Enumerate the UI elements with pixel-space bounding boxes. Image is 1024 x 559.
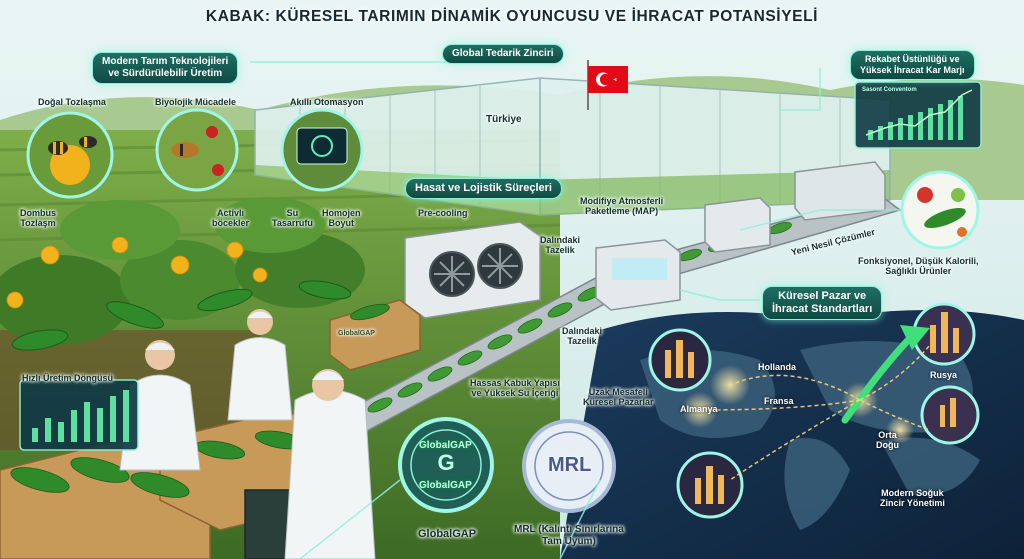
section-global-market: Küresel Pazar ve İhracat Standartları [762,286,883,321]
label-germany: Almanya [680,404,718,414]
label-middle-east: Orta Doğu [876,430,899,451]
ladybug-icon [206,126,224,176]
chart-caption: Sasont Conventom [862,87,917,93]
section-modern-tech: Modern Tarım Teknolojileri ve Sürdürüleb… [92,52,239,84]
precooling-unit [404,221,541,319]
trade-routes [699,344,931,481]
label-water-saving: Su Tasarrufu [272,208,313,229]
label-natural-pollination: Doğal Tozlaşma [38,97,106,107]
globe-arrow-icon [841,325,930,424]
map-packaging-machine [595,239,681,311]
globalgap-caption: GlobalGAP [418,528,477,540]
automation-inset [280,108,364,192]
export-margin-chart [854,81,982,149]
label-homogeneous: Homojen Boyut [322,208,361,229]
vegetables-inset [900,170,980,250]
label-active-insects: Activlı böcekler [212,208,250,229]
globalgap-badge-top: GlobalGAP [419,440,472,451]
label-branch-fresh-2: Dalındaki Tazelik [562,326,603,347]
tablet-icon [296,127,348,165]
workers [119,309,376,559]
label-holland: Hollanda [758,362,797,372]
label-map: Modifiye Atmosferli Paketleme (MAP) [580,196,664,217]
sorting-machine [704,161,886,253]
globalgap-badge-bottom: GlobalGAP [419,480,472,491]
label-distant-markets: Uzak Mesafeli Küresel Pazarlar [583,387,654,408]
mrl-badge-text: MRL [548,454,592,476]
fast-cycle-chart [19,379,139,451]
city-inset-middle-east [920,385,980,445]
svg-text:G: G [437,450,454,475]
label-cold-chain: Modern Soğuk Zincir Yönetimi [880,488,945,509]
label-russia: Rusya [930,370,958,380]
label-turkiye: Türkiye [486,114,522,125]
fan-icon [429,243,523,297]
page-title: KABAK: KÜRESEL TARIMIN DİNAMİK OYUNCUSU … [205,8,819,25]
pollination-inset [26,111,114,199]
label-biological-control: Biyolojik Mücadele [155,97,237,107]
section-supply-chain: Global Tedarik Zinciri [442,44,564,64]
label-branch-fresh-1: Dalındaki Tazelik [540,235,581,256]
city-inset-right [912,302,976,366]
label-precooling: Pre-cooling [418,208,468,218]
city-inset-bottom [676,451,744,519]
label-functional: Fonksiyonel, Düşük Kalorili, Sağlıklı Ür… [858,256,979,277]
biocontrol-inset [155,108,239,192]
label-delicate-skin: Hassas Kabuk Yapısı ve Yüksek Su İçeriği [470,378,560,399]
label-fast-cycle: Hızlı Üretim Döngüsü [22,373,114,383]
crate-brand: GlobalGAP [338,330,375,337]
globalgap-badge[interactable]: G [398,417,494,513]
bee-icon [48,136,97,155]
city-inset-left [648,328,712,392]
mrl-caption: MRL (Kalıntı Sınırlarına Tam Uyum) [514,524,624,547]
section-competitive: Rekabet Üstünlüğü ve Yüksek İhracat Kar … [850,50,975,80]
label-smart-automation: Akıllı Otomasyon [290,97,364,107]
zucchini-plants [0,197,365,351]
mrl-badge[interactable] [522,419,616,513]
label-bumblebee: Dombus Tozlaşm [20,208,56,229]
section-harvest: Hasat ve Lojistik Süreçleri [405,178,562,200]
label-france: Fransa [764,396,794,406]
flag-icon [587,60,628,110]
